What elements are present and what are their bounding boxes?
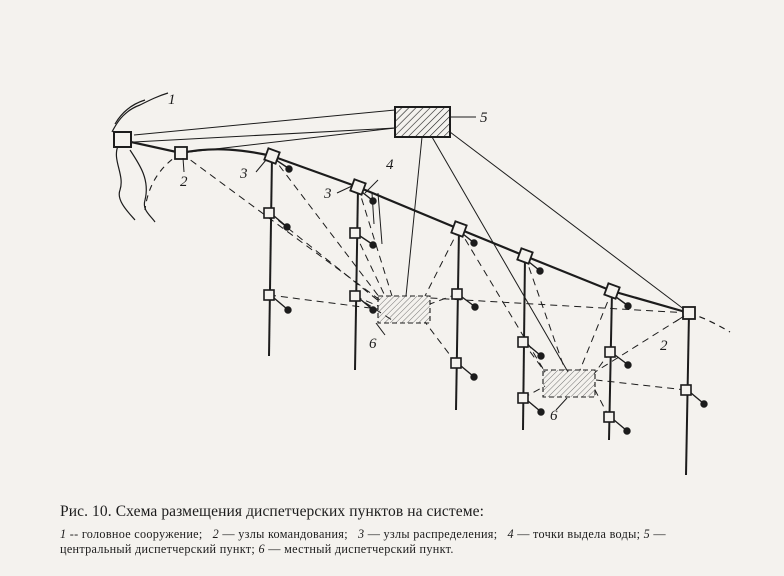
label-local-post-b: 6 xyxy=(550,408,558,424)
label-central-post: 5 xyxy=(480,110,488,126)
command-node xyxy=(174,146,188,160)
label-outlets: 4 xyxy=(386,157,394,173)
lateral-node xyxy=(349,227,361,239)
dispatch-scheme-diagram: 1 2 3 3 4 5 6 6 2 xyxy=(111,92,731,476)
local-dispatch-post-a xyxy=(377,295,431,324)
water-outlet xyxy=(273,215,291,231)
water-outlet xyxy=(614,354,632,369)
lateral-node xyxy=(603,411,615,423)
central-communication-lines xyxy=(133,109,690,373)
lateral-node xyxy=(450,357,462,369)
distribution-nodes xyxy=(263,147,621,300)
water-outlet xyxy=(359,298,377,314)
label-command-node-left: 2 xyxy=(180,174,188,190)
water-outlet xyxy=(359,235,377,249)
lateral-nodes xyxy=(263,207,692,423)
head-works-node xyxy=(113,131,132,148)
water-outlets xyxy=(273,159,708,435)
figure-legend: 1 -- головное сооружение; 2 — узлы коман… xyxy=(60,527,720,557)
legend-item: 1 -- головное сооружение; xyxy=(60,527,203,541)
source-dashed-branch xyxy=(144,152,182,211)
lateral-node xyxy=(263,207,275,219)
water-outlet xyxy=(527,344,545,360)
legend-item: 5 — центральный диспетчерский пункт; xyxy=(60,527,666,556)
lateral-node xyxy=(680,384,692,396)
label-distribution-node-a: 3 xyxy=(239,166,248,182)
water-outlet xyxy=(273,297,292,314)
central-dispatch-post xyxy=(394,106,451,138)
lateral-node xyxy=(604,346,616,358)
water-outlet xyxy=(275,159,293,173)
water-outlet xyxy=(460,365,478,381)
water-outlet xyxy=(615,296,632,310)
lateral-node xyxy=(349,290,361,302)
distribution-node xyxy=(349,178,367,196)
lateral-node xyxy=(517,392,529,404)
water-outlet xyxy=(528,261,544,275)
lateral-node xyxy=(451,288,463,300)
label-head-works: 1 xyxy=(168,92,176,108)
distribution-node xyxy=(450,220,468,238)
label-leaders xyxy=(182,116,685,411)
water-outlet xyxy=(461,296,479,311)
main-canal xyxy=(121,138,690,315)
label-local-post-a: 6 xyxy=(369,336,377,352)
legend-item: 3 — узлы распределения; xyxy=(357,527,498,541)
legend-item: 4 — точки выдела воды; xyxy=(507,527,641,541)
label-command-node-right: 2 xyxy=(660,338,668,354)
water-outlet xyxy=(462,233,478,247)
water-outlet xyxy=(613,419,631,435)
water-outlet xyxy=(690,392,708,408)
lateral-node xyxy=(517,336,529,348)
river-source xyxy=(111,92,169,223)
command-node xyxy=(682,306,696,320)
lateral-canals xyxy=(268,155,690,476)
distribution-node xyxy=(603,282,621,300)
legend-item: 2 — узлы командования; xyxy=(212,527,348,541)
legend-item: 6 — местный диспетчерский пункт. xyxy=(258,542,454,556)
label-distribution-node-b: 3 xyxy=(323,186,332,202)
distribution-node xyxy=(516,247,534,265)
figure-caption: Рис. 10. Схема размещения диспетчерских … xyxy=(60,503,485,520)
local-dispatch-post-b xyxy=(542,369,596,398)
distribution-node xyxy=(263,147,281,165)
water-outlet xyxy=(527,400,545,416)
lateral-node xyxy=(263,289,275,301)
